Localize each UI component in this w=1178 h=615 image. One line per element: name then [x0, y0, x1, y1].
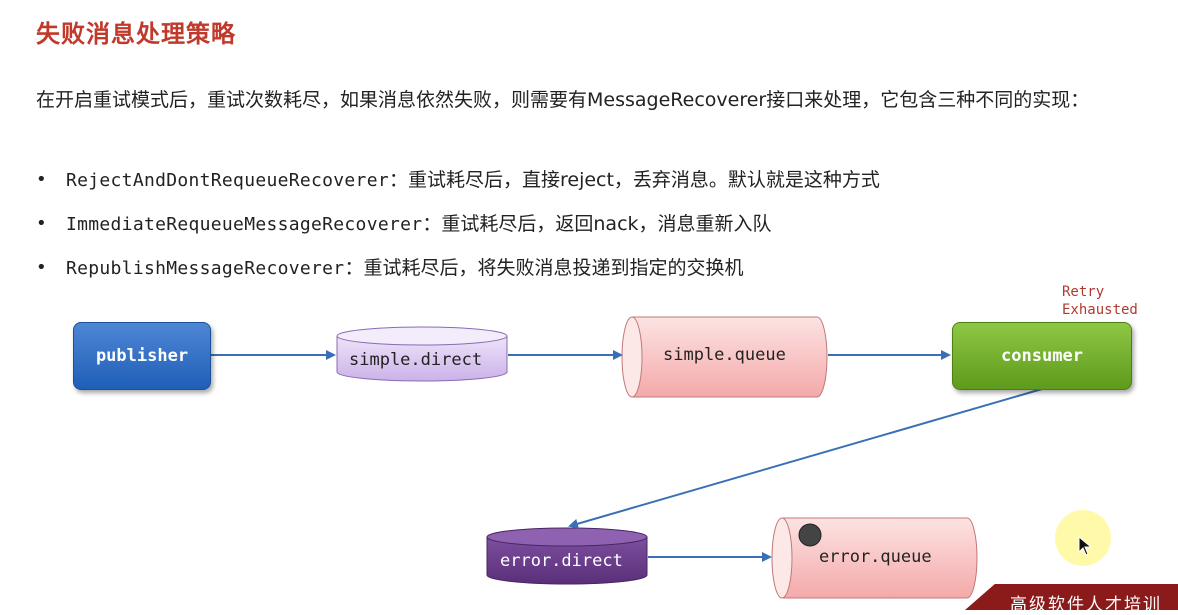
bullet-icon: •: [36, 169, 47, 190]
simple-queue: [621, 316, 828, 398]
recoverer-desc: ：重试耗尽后，将失败消息投递到指定的交换机: [344, 257, 744, 279]
page-title: 失败消息处理策略: [36, 20, 236, 48]
list-item: • RepublishMessageRecoverer：重试耗尽后，将失败消息投递…: [36, 248, 880, 292]
brand-text: 高级软件人才培训: [1010, 595, 1162, 615]
arrow-consumer-to-error-exchange: [568, 388, 1043, 529]
recoverer-desc: ：重试耗尽后，直接reject，丢弃消息。默认就是这种方式: [388, 169, 880, 191]
bullet-icon: •: [36, 213, 47, 234]
simple-direct-exchange: [336, 326, 508, 382]
bullet-icon: •: [36, 257, 47, 278]
cursor-icon: [1078, 536, 1093, 556]
recoverer-desc: ：重试耗尽后，返回nack，消息重新入队: [422, 213, 772, 235]
brand-banner: [965, 584, 1178, 610]
cursor-highlight: [1055, 510, 1111, 566]
error-direct-label: error.direct: [500, 551, 623, 571]
pointer-dot-icon: [798, 523, 822, 547]
error-direct-exchange: [486, 527, 648, 585]
recoverer-name: ImmediateRequeueMessageRecoverer: [66, 214, 423, 235]
recoverer-name: RejectAndDontRequeueRecoverer: [66, 170, 389, 191]
error-queue: [771, 517, 978, 599]
recoverer-list: • RejectAndDontRequeueRecoverer：重试耗尽后，直接r…: [36, 160, 880, 292]
simple-queue-label: simple.queue: [663, 345, 786, 365]
consumer-node: consumer: [952, 322, 1132, 390]
retry-exhausted-label: Retry Exhausted: [1062, 284, 1138, 318]
list-item: • ImmediateRequeueMessageRecoverer：重试耗尽后，…: [36, 204, 880, 248]
recoverer-name: RepublishMessageRecoverer: [66, 258, 345, 279]
publisher-node: publisher: [73, 322, 211, 390]
error-queue-label: error.queue: [819, 547, 932, 567]
simple-direct-label: simple.direct: [349, 350, 483, 370]
intro-paragraph: 在开启重试模式后，重试次数耗尽，如果消息依然失败，则需要有MessageReco…: [36, 89, 1090, 111]
list-item: • RejectAndDontRequeueRecoverer：重试耗尽后，直接r…: [36, 160, 880, 204]
